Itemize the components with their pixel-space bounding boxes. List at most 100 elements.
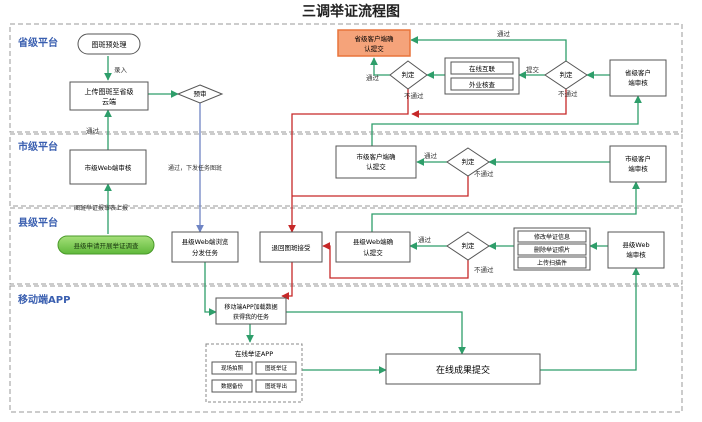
node-app-btn3-box [211, 379, 253, 393]
node-online-app: 在线举证APP [235, 349, 273, 358]
lane-label-mobile: 移动端APP [18, 293, 70, 306]
node-return-tuban: 退回图斑接受 [272, 243, 312, 252]
edge-label-city-pass: 通过 [424, 151, 438, 160]
edge-label-county-report: 图斑举证报审表上报 [74, 204, 128, 212]
node-app-btn2-box [255, 361, 297, 375]
edge-judge-confirm [410, 36, 567, 62]
node-upload-attach-box [517, 256, 587, 269]
node-county-confirm-box [335, 231, 411, 263]
edge-label-distribute: 通过，下发任务图斑 [168, 164, 222, 172]
node-tuban-preprocess: 图斑预处理 [92, 40, 127, 49]
node-city-web-review: 市级Web端审核 [85, 163, 132, 172]
node-app-btn4: 图斑导出 [265, 382, 287, 390]
lane-label-province: 省级平台 [17, 36, 58, 49]
edge-judge2-return [288, 89, 409, 233]
node-return-tuban-box [259, 231, 323, 263]
node-field-check-box [450, 77, 514, 91]
node-presubmit-diamond [176, 84, 224, 104]
node-county-apply: 县级申请开展举证调查 [74, 241, 140, 250]
node-city-confirm-l2: 认提交 [366, 162, 386, 171]
node-online-check-box [450, 61, 514, 75]
edge-label-cityweb-pass: 通过 [86, 126, 100, 135]
node-online-check: 在线互联 [469, 64, 496, 73]
node-prov-judge: 判定 [560, 70, 574, 79]
node-prov-judge-diamond [544, 60, 588, 90]
node-app-btn1-box [211, 361, 253, 375]
lane-label-county: 县级平台 [18, 216, 58, 229]
lane-mobile: 移动端APP [9, 285, 683, 413]
node-upload-l2: 云端 [102, 97, 116, 106]
node-online-result: 在线成果提交 [436, 364, 490, 376]
lane-city: 市级平台 [9, 133, 683, 207]
node-prov-confirm-box [337, 29, 411, 57]
node-city-client-l1: 市级客户 [625, 154, 651, 163]
node-county-apply-pill [57, 235, 155, 255]
lane-label-city: 市级平台 [18, 140, 58, 153]
node-modify-info-box [517, 230, 587, 243]
node-prov-judge2: 判定 [402, 70, 416, 79]
edge-cityjudge-notpass [292, 176, 469, 197]
edge-label-prov-submit: 提交 [526, 65, 540, 74]
node-city-confirm-l1: 市级客户端确 [357, 152, 397, 161]
node-mobile-load-box [215, 297, 287, 325]
edge-judge-notpass [411, 89, 567, 118]
edge-result-countyreview [540, 267, 640, 371]
diagram-title: 三调举证流程图 [302, 3, 400, 20]
edge-return-mobile [281, 262, 293, 300]
node-prov-client-l2: 端审核 [628, 78, 648, 87]
node-county-web-box [171, 231, 239, 263]
node-county-web-l1: 县级Web端浏览 [182, 237, 229, 246]
edge-distribute-mobile [204, 262, 217, 316]
node-prov-confirm-l2: 认提交 [364, 44, 384, 53]
edge-label-county-pass: 通过 [418, 235, 432, 244]
node-tuban-preprocess-box [77, 33, 141, 55]
node-app-btn4-box [255, 379, 297, 393]
node-delete-photo: 删除举证照片 [534, 246, 570, 254]
node-modify-info: 修改举证信息 [534, 233, 570, 241]
node-delete-photo-box [517, 243, 587, 256]
node-county-judge-diamond [446, 231, 490, 261]
node-city-judge-diamond [446, 147, 490, 177]
node-county-web-l2: 分发任务 [192, 248, 219, 257]
lane-county: 县级平台 [9, 207, 683, 285]
edge-cityconfirm-provclient [371, 95, 642, 146]
node-prov-confirm-l1: 省级客户端确 [355, 34, 395, 43]
node-prov-judge2-diamond [389, 60, 428, 90]
node-upload-box [69, 81, 149, 111]
node-county-review-l1: 县级Web [622, 240, 649, 249]
edge-label-prov2-notpass: 不通过 [404, 91, 424, 100]
edge-countyjudge-notpass [322, 242, 469, 279]
node-county-confirm-l2: 认提交 [363, 248, 383, 257]
node-field-check: 外业核查 [469, 80, 496, 89]
edge-label-prov2-pass: 通过 [366, 73, 380, 82]
node-city-confirm-box [335, 145, 417, 179]
node-city-client-box [609, 145, 667, 183]
edge-countyconfirm-cityclient [371, 181, 640, 232]
node-city-judge: 判定 [462, 157, 476, 166]
node-app-btn2: 图斑举证 [265, 364, 288, 372]
node-online-result-box [385, 353, 541, 385]
node-presubmit: 预审 [194, 89, 207, 98]
node-app-btn3: 数据备份 [221, 382, 244, 390]
node-mobile-load-l1: 移动端APP加载数据 [224, 303, 277, 311]
node-county-review-box [607, 231, 665, 269]
edge-judge2-confirm [370, 57, 390, 76]
edge-label-county-notpass: 不通过 [474, 265, 494, 274]
edge-label-prov-pass-top: 通过 [497, 29, 511, 38]
edge-label-import: 录入 [114, 66, 128, 74]
lane-province: 省级平台 [9, 23, 683, 133]
node-county-review-l2: 端审核 [626, 250, 646, 259]
node-upload-attach: 上传扫描件 [537, 259, 567, 267]
edge-mobile-result [286, 311, 466, 355]
edge-label-prov-notpass: 不通过 [558, 89, 578, 98]
edge-label-city-notpass: 不通过 [474, 169, 494, 178]
node-prov-client-box [609, 59, 667, 97]
node-mobile-load-l2: 获得我的任务 [233, 313, 269, 321]
node-city-client-l2: 端审核 [628, 164, 648, 173]
node-prov-client-l1: 省级客户 [625, 68, 651, 77]
node-upload-l1: 上传图斑至省级 [85, 87, 134, 96]
node-county-judge: 判定 [462, 241, 476, 250]
node-city-web-box [69, 149, 147, 185]
